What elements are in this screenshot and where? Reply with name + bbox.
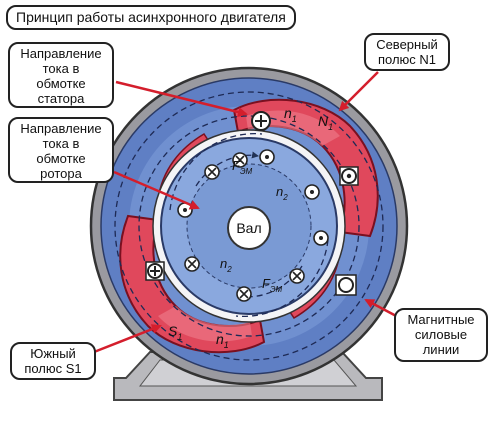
rotor-conductor-4 xyxy=(304,184,320,200)
label-S1: S1 xyxy=(168,323,182,342)
callout-north-pole: Северный полюс N1 xyxy=(364,33,450,71)
label-n1-top: n1 xyxy=(284,105,297,124)
callout-rotor-current: Направление тока в обмотке ротора xyxy=(8,117,114,183)
arrow-south-pole xyxy=(93,324,162,354)
label-n1-bottom: n1 xyxy=(216,331,229,350)
stator-conductor-right xyxy=(339,166,359,186)
stator-conductor-top xyxy=(251,111,271,131)
label-n2-top: n2 xyxy=(276,184,288,202)
rotor-conductor-8 xyxy=(236,286,252,302)
stator-conductors xyxy=(145,111,359,296)
label-n2-bottom: n2 xyxy=(220,256,232,274)
rotor-conductor-7 xyxy=(184,256,200,272)
shaft-label: Вал xyxy=(236,220,261,236)
stator-conductor-bottom xyxy=(335,274,357,296)
arrow-north-pole xyxy=(338,71,379,112)
label-f-em-top: FЭМ xyxy=(232,158,253,176)
arrow-rotor-current xyxy=(113,170,200,210)
callout-south-pole: Южный полюс S1 xyxy=(10,342,96,380)
rotor-conductor-3 xyxy=(259,149,275,165)
rotor-conductor-1 xyxy=(204,164,220,180)
shaft xyxy=(227,206,271,250)
diagram-title: Принцип работы асинхронного двигателя xyxy=(6,5,296,30)
rotor-conductor-2 xyxy=(232,152,248,168)
magnetic-field-lines xyxy=(114,91,384,361)
rotor-conductor-5 xyxy=(313,230,329,246)
stator-conductor-left xyxy=(145,261,165,281)
arrow-stator-current xyxy=(115,80,248,117)
callout-magnetic-lines: Магнитные силовые линии xyxy=(394,308,488,362)
label-f-em-bottom: FЭМ xyxy=(262,276,283,294)
callout-stator-current: Направление тока в обмотке статора xyxy=(8,42,114,108)
rotor-conductor-9 xyxy=(289,268,305,284)
label-N1: N1 xyxy=(318,113,333,132)
